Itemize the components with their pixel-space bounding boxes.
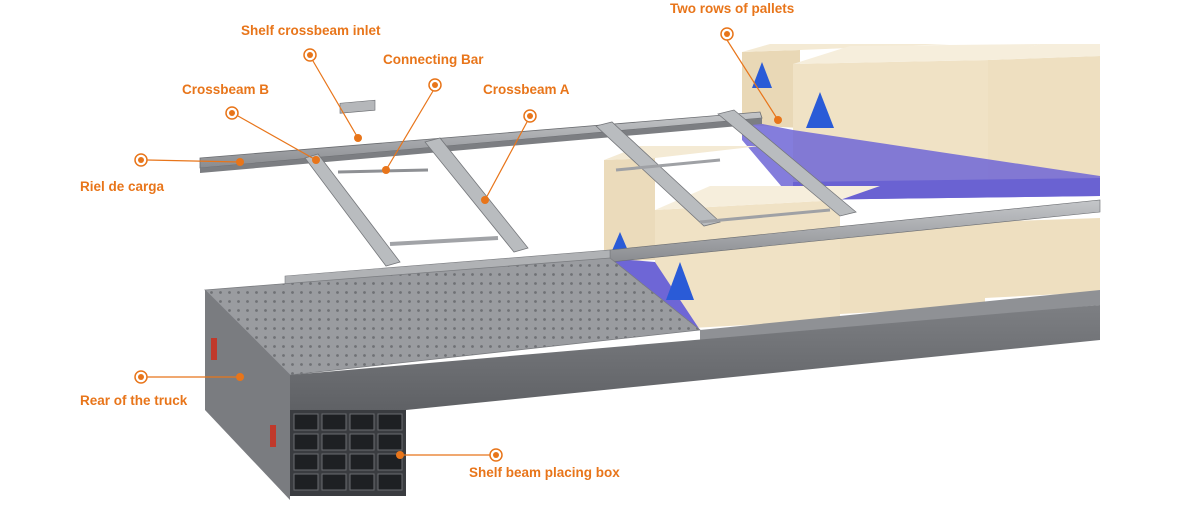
reflector xyxy=(211,338,217,360)
leader-line xyxy=(237,115,317,161)
callout-marker-icon xyxy=(493,452,499,458)
loading-rail-system xyxy=(199,99,1101,267)
leader-line xyxy=(385,90,434,171)
callout-point xyxy=(236,373,244,381)
label-connecting-bar: Connecting Bar xyxy=(383,52,484,67)
label-riel-de-carga: Riel de carga xyxy=(80,179,165,194)
crossbeam-inlet-plate xyxy=(339,99,376,114)
box-front-3-front xyxy=(840,220,985,314)
label-two-rows-of-pallets: Two rows of pallets xyxy=(670,1,794,16)
callout-marker-icon xyxy=(432,82,438,88)
box-front-4-front xyxy=(985,218,1100,298)
callout-marker-icon xyxy=(724,31,730,37)
callout-point xyxy=(481,196,489,204)
back-pallet-row xyxy=(742,44,1100,200)
pallet-band-back-front xyxy=(793,178,1100,200)
box-back-1-side xyxy=(742,50,800,128)
callouts: Two rows of pallets Shelf crossbeam inle… xyxy=(80,1,794,480)
callout-marker-icon xyxy=(523,109,537,123)
label-rear-of-the-truck: Rear of the truck xyxy=(80,393,188,408)
box-back-3-front xyxy=(988,56,1100,180)
leader-line xyxy=(146,159,241,163)
callout-point xyxy=(774,116,782,124)
box-logo-icon xyxy=(666,262,694,300)
connecting-bar-right-lower xyxy=(699,208,831,224)
box-front-1-side xyxy=(604,158,655,262)
label-crossbeam-b: Crossbeam B xyxy=(182,82,269,97)
callout-marker-icon xyxy=(138,157,144,163)
callout-point xyxy=(236,158,244,166)
loading-rail xyxy=(199,111,763,169)
crossbeam-c xyxy=(595,121,721,227)
box-logo-icon xyxy=(752,62,772,88)
leader-line xyxy=(726,39,779,121)
connecting-bar-lower xyxy=(389,236,499,246)
platform-left-side xyxy=(205,290,290,500)
crossbeam-b xyxy=(304,153,401,267)
truck-platform xyxy=(204,249,1100,500)
connecting-bar-right xyxy=(615,158,721,172)
shelf-beam-placing-box xyxy=(290,410,406,496)
box-back-2-top xyxy=(793,44,1040,64)
callout-marker-icon xyxy=(527,113,533,119)
reflector xyxy=(270,425,276,447)
leader-line xyxy=(484,121,528,201)
callout-marker-icon xyxy=(229,110,235,116)
callout-point xyxy=(382,166,390,174)
crossbeam-a xyxy=(424,137,529,253)
callout-point xyxy=(396,451,404,459)
callout-marker-icon xyxy=(138,374,144,380)
callout-point xyxy=(312,156,320,164)
callout-point xyxy=(354,134,362,142)
callout-marker-icon xyxy=(303,48,317,62)
leader-line xyxy=(312,60,359,139)
callout-marker-icon xyxy=(428,78,442,92)
label-shelf-crossbeam-inlet: Shelf crossbeam inlet xyxy=(241,23,381,38)
label-shelf-beam-placing-box: Shelf beam placing box xyxy=(469,465,620,480)
box-back-3-top xyxy=(988,44,1100,60)
box-logo-icon xyxy=(806,92,834,128)
crossbeam-d xyxy=(717,109,857,217)
callout-marker-icon xyxy=(307,52,313,58)
label-crossbeam-a: Crossbeam A xyxy=(483,82,570,97)
callout-marker-icon xyxy=(225,106,239,120)
platform-front-side xyxy=(290,305,1100,410)
